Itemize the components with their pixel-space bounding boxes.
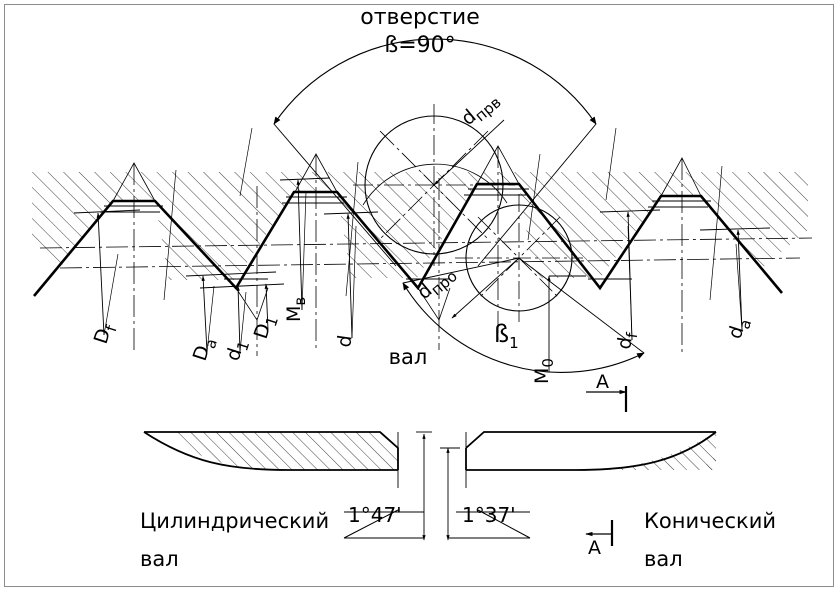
angle-left-value: 1°47' — [348, 503, 402, 527]
section-letter-bottom: A — [588, 537, 601, 559]
caption-conical-line2: вал — [644, 547, 683, 571]
section-marker-bottom: A — [585, 520, 614, 559]
svg-text:Df: Df — [90, 320, 121, 348]
label-df: d — [613, 336, 636, 351]
nut-material-hatching — [32, 172, 808, 280]
thread-profile-secondary — [100, 188, 711, 280]
angle-callout-leaders — [343, 509, 531, 539]
caption-conical-line1: Конический — [644, 509, 776, 533]
label-Da: D — [189, 343, 214, 364]
svg-text:Mв: Mв — [283, 297, 309, 322]
svg-text:d1: d1 — [222, 336, 253, 365]
section-right-conical — [465, 431, 717, 488]
label-M0: M — [531, 368, 553, 384]
section-gap-dimensions — [416, 431, 460, 541]
angle-arc-top — [273, 38, 597, 267]
label-beta1: ß — [494, 320, 509, 348]
section-marker-top: A — [586, 371, 628, 412]
caption-cylindrical-line2: вал — [140, 547, 179, 571]
label-df-sub: f — [623, 331, 642, 339]
section-left-cylindrical — [143, 431, 399, 488]
svg-text:da: da — [724, 315, 755, 343]
section-letter-top: A — [596, 371, 609, 393]
title-angle-90: ß=90° — [384, 33, 455, 58]
svg-text:d: d — [333, 334, 356, 349]
caption-cylindrical-line1: Цилиндрический — [140, 509, 329, 533]
label-D1: D — [250, 321, 275, 342]
label-Df-sub: f — [102, 323, 121, 334]
svg-text:Da: Da — [189, 334, 221, 365]
label-Df: D — [90, 326, 115, 347]
label-beta1-sub: 1 — [509, 334, 519, 352]
svg-text:df: df — [613, 330, 641, 352]
svg-text:ß1: ß1 — [494, 320, 519, 352]
label-Mv-sub: в — [291, 297, 309, 306]
label-Mv: M — [283, 306, 305, 322]
angle-right-value: 1°37' — [462, 503, 516, 527]
thin-extension-lines — [103, 127, 743, 353]
title-hole: отверстие — [360, 5, 480, 30]
label-M0-sub: 0 — [539, 358, 557, 368]
angle-arc-inner-top — [362, 119, 508, 206]
svg-text:M0: M0 — [531, 358, 557, 384]
angle-arc-bottom — [402, 257, 645, 373]
label-d: d — [333, 334, 356, 349]
label-shaft: вал — [389, 345, 428, 369]
